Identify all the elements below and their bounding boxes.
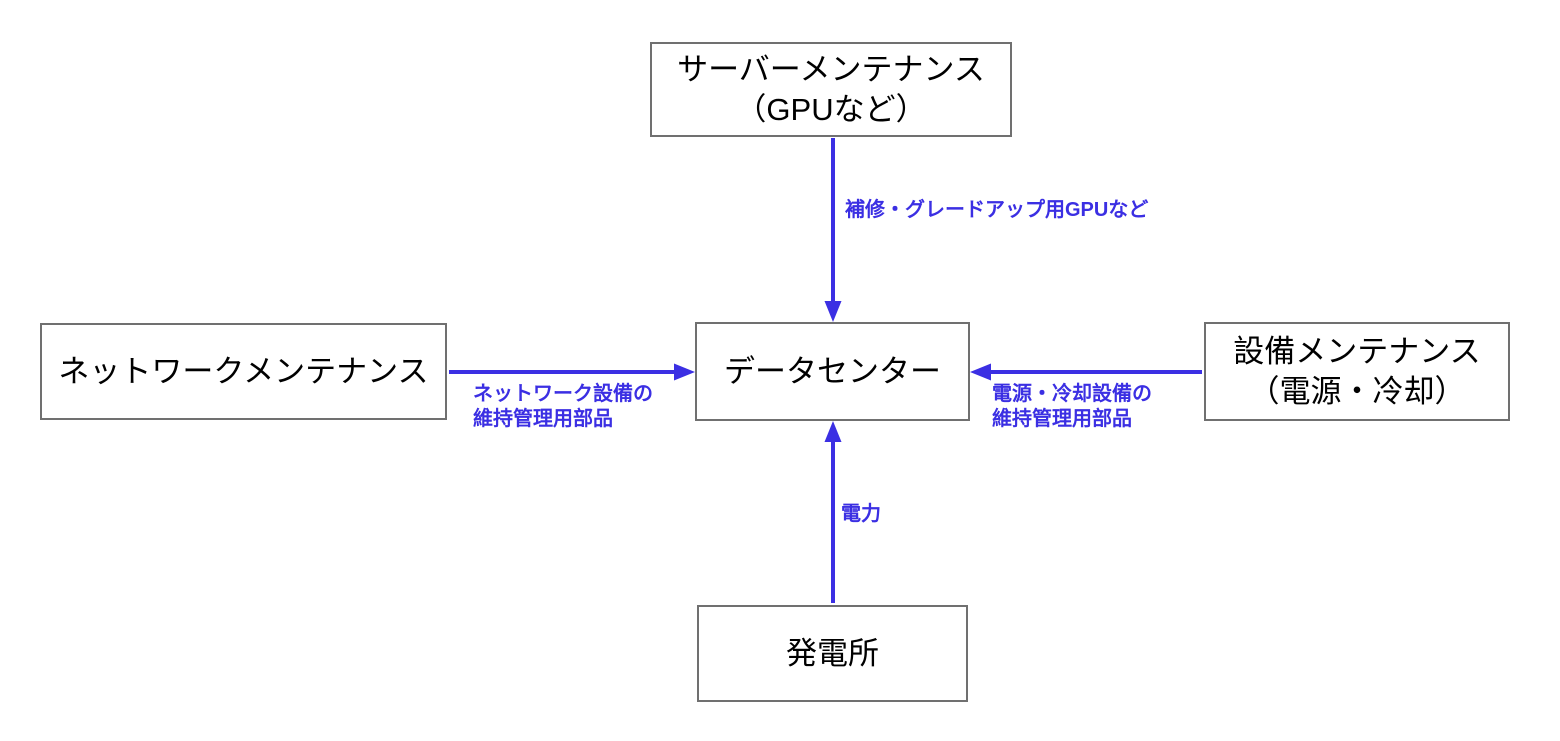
arrow-facility-to-datacenter xyxy=(970,363,1202,381)
edge-label-gpu-supply-text: 補修・グレードアップ用GPUなど xyxy=(845,199,1149,221)
arrowhead-left-icon xyxy=(970,363,991,381)
node-power-plant: 発電所 xyxy=(697,605,968,702)
edge-label-power-cooling-parts-line2: 維持管理用部品 xyxy=(992,408,1132,430)
edge-label-power-cooling-parts: 電源・冷却設備の 維持管理用部品 xyxy=(992,382,1152,432)
node-network-maintenance-label: ネットワークメンテナンス xyxy=(58,353,429,389)
arrow-network-to-datacenter xyxy=(449,363,695,381)
edge-label-network-parts-line2: 維持管理用部品 xyxy=(473,408,613,430)
arrowhead-right-icon xyxy=(674,363,695,381)
node-facility-maintenance-line2: （電源・冷却） xyxy=(1248,373,1466,409)
arrow-server-to-datacenter xyxy=(824,138,842,322)
node-server-maintenance-line1: サーバーメンテナンス xyxy=(677,51,985,87)
node-network-maintenance: ネットワークメンテナンス xyxy=(40,323,447,420)
node-data-center: データセンター xyxy=(695,322,970,421)
node-facility-maintenance-line1: 設備メンテナンス xyxy=(1233,333,1481,369)
edge-label-network-parts-line1: ネットワーク設備の xyxy=(473,383,653,405)
node-server-maintenance-line2: （GPUなど） xyxy=(735,91,927,127)
edge-label-power-cooling-parts-line1: 電源・冷却設備の xyxy=(992,383,1152,405)
arrowhead-down-icon xyxy=(824,301,842,322)
node-power-plant-label: 発電所 xyxy=(786,635,879,671)
edge-label-gpu-supply: 補修・グレードアップ用GPUなど xyxy=(845,198,1148,223)
arrowhead-up-icon xyxy=(824,421,842,442)
node-facility-maintenance: 設備メンテナンス （電源・冷却） xyxy=(1204,322,1510,421)
edge-label-network-parts: ネットワーク設備の 維持管理用部品 xyxy=(473,382,653,432)
node-server-maintenance: サーバーメンテナンス （GPUなど） xyxy=(650,42,1012,137)
edge-label-electricity: 電力 xyxy=(841,502,881,527)
arrow-powerplant-to-datacenter xyxy=(824,421,842,603)
edge-label-electricity-text: 電力 xyxy=(841,503,881,525)
node-data-center-label: データセンター xyxy=(724,353,941,389)
